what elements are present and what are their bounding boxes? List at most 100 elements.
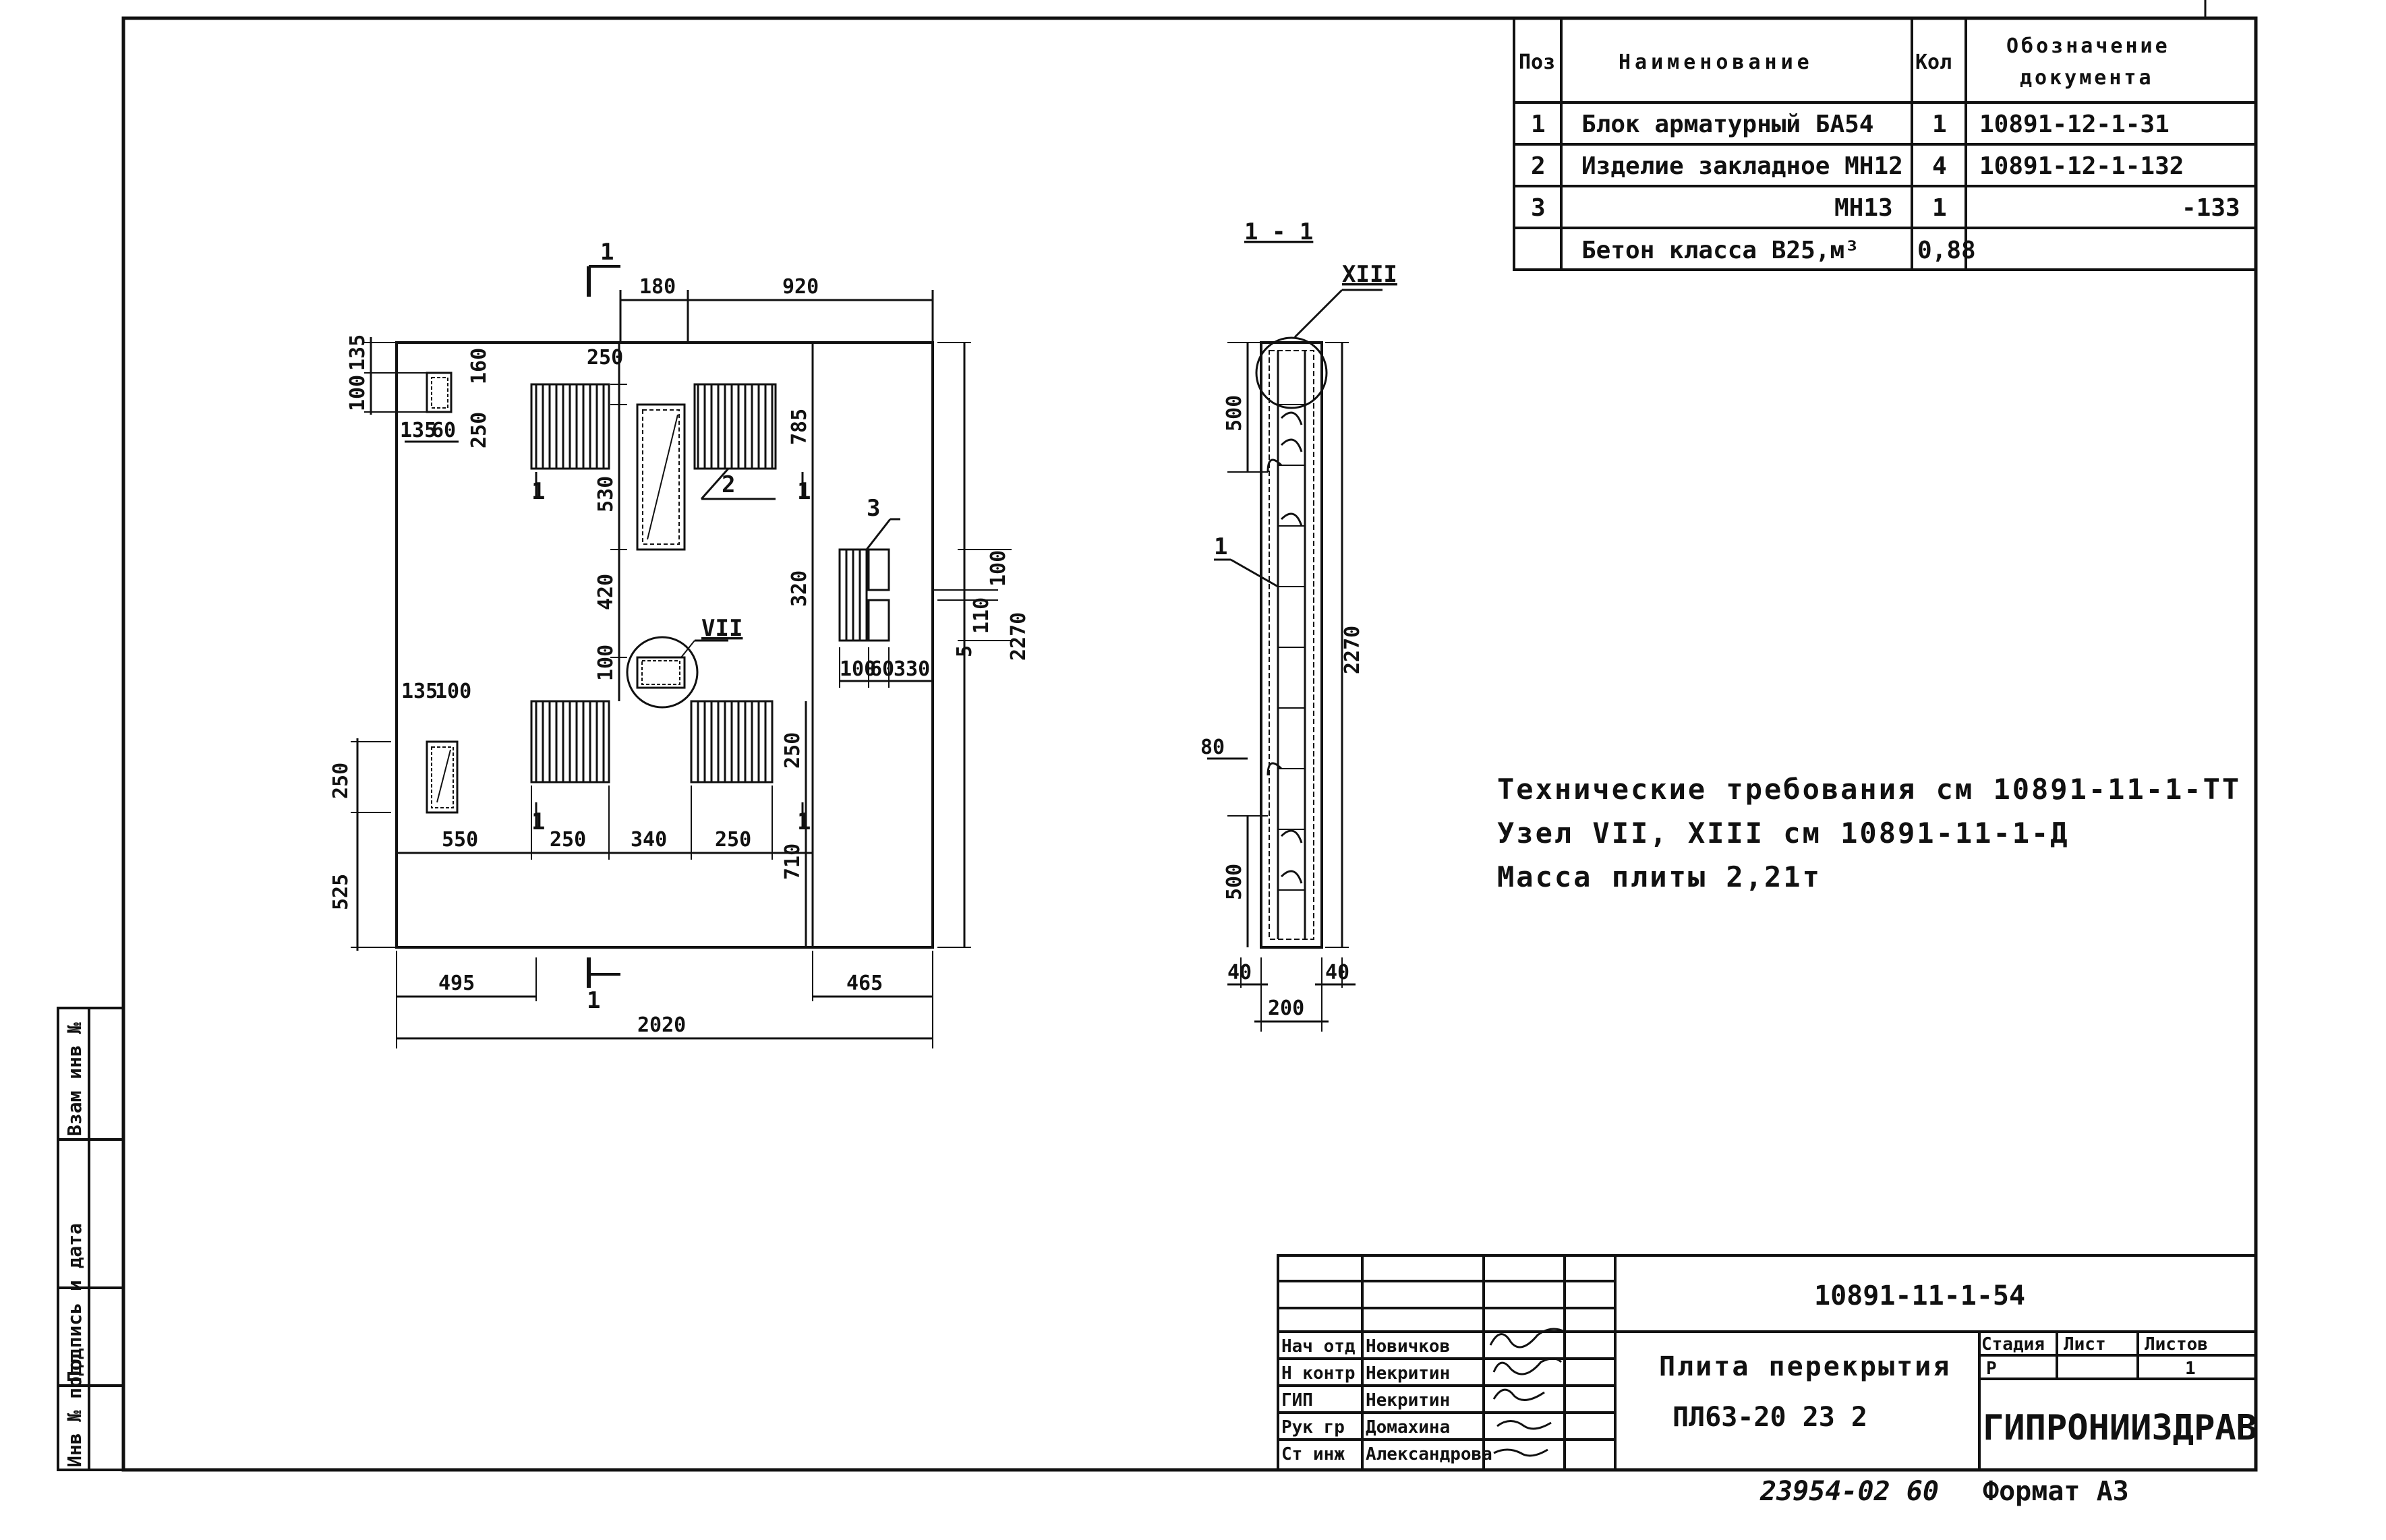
tb-stage-label: Стадия bbox=[1981, 1334, 2045, 1355]
tb-role-1: Нач отд bbox=[1281, 1336, 1356, 1357]
stamp-sign-date: Подпись и дата bbox=[63, 1223, 86, 1382]
tb-role-3: ГИП bbox=[1281, 1390, 1313, 1411]
callout-pos1b: 1 bbox=[797, 478, 811, 505]
tb-name-2: Некритин bbox=[1366, 1363, 1450, 1384]
dim-rs-5: 5 bbox=[953, 645, 977, 657]
dim-s-135: 135 bbox=[400, 419, 436, 442]
spec-header-pos: Поз bbox=[1519, 51, 1555, 74]
spec-row-2-name: Изделие закладное МН12 bbox=[1581, 152, 1903, 180]
dim-c-530: 530 bbox=[594, 476, 618, 512]
tb-sheets-value: 1 bbox=[2185, 1359, 2196, 1379]
spec-header-qty: Кол bbox=[1915, 51, 1952, 74]
spec-table bbox=[1513, 17, 2257, 271]
spec-row-2-pos: 2 bbox=[1531, 152, 1546, 180]
tb-archive: 23954-02 60 bbox=[1759, 1476, 1939, 1507]
spec-row-3-name: МН13 bbox=[1834, 194, 1893, 222]
dim-s-60: 60 bbox=[432, 419, 456, 442]
stamp-inv-orig: Инв № подл bbox=[63, 1353, 86, 1467]
dim-l-135: 135 bbox=[346, 334, 370, 371]
callout-pos3: 3 bbox=[867, 495, 880, 522]
dim-b-250a: 250 bbox=[550, 828, 586, 852]
section-dim-h-2270: 2270 bbox=[1341, 626, 1364, 674]
title-block bbox=[1277, 1254, 2257, 1471]
dim-rs-100: 100 bbox=[987, 550, 1010, 587]
plan-section-mark-top: 1 bbox=[600, 239, 614, 266]
callout-pos1a: 1 bbox=[531, 478, 545, 505]
dim-total-h: 2270 bbox=[1007, 612, 1030, 661]
section-title: 1 - 1 bbox=[1244, 218, 1313, 245]
section-view bbox=[1207, 289, 1383, 1032]
tb-title-1: Плита перекрытия bbox=[1659, 1351, 1951, 1382]
dim-total-w: 2020 bbox=[637, 1013, 686, 1037]
spec-header-name: Наименование bbox=[1619, 51, 1813, 74]
dim-lb-250: 250 bbox=[329, 763, 353, 799]
dim-rb-100: 100 bbox=[840, 657, 876, 681]
tb-name-4: Домахина bbox=[1366, 1417, 1450, 1438]
spec-row-1-pos: 1 bbox=[1531, 111, 1546, 138]
dim-rr-250: 250 bbox=[781, 732, 805, 769]
side-stamp bbox=[57, 1007, 125, 1471]
callout-pos2: 2 bbox=[722, 471, 735, 498]
dim-l-100: 100 bbox=[346, 375, 370, 411]
tb-role-2: Н контр bbox=[1281, 1363, 1356, 1384]
dim-c-100: 100 bbox=[594, 645, 618, 681]
callout-pos1c: 1 bbox=[531, 808, 545, 835]
slab-outline bbox=[395, 341, 934, 949]
dim-rb-330: 330 bbox=[894, 657, 930, 681]
callout-node-vii: VII bbox=[701, 615, 743, 642]
tb-sheets-label: Листов bbox=[2145, 1334, 2208, 1355]
plan-section-mark-bottom: 1 bbox=[587, 987, 600, 1014]
dim-lb-100: 100 bbox=[435, 680, 471, 703]
dim-b-550: 550 bbox=[442, 828, 478, 852]
spec-row-1-doc: 10891-12-1-31 bbox=[1979, 111, 2170, 138]
spec-row-3-qty: 1 bbox=[1932, 194, 1947, 222]
section-outline bbox=[1260, 341, 1323, 949]
dim-b-250b: 250 bbox=[715, 828, 751, 852]
dim-top-180: 180 bbox=[639, 275, 676, 299]
dim-c-250: 250 bbox=[587, 346, 623, 369]
plan-view bbox=[351, 265, 1012, 1048]
section-dim-top-500: 500 bbox=[1223, 395, 1246, 432]
dim-l-160: 160 bbox=[467, 348, 491, 384]
stamp-replace-inv: Взам инв № bbox=[63, 1022, 86, 1136]
dim-rr-710: 710 bbox=[781, 843, 805, 880]
section-dim-r-40: 40 bbox=[1325, 961, 1349, 984]
dim-rs-110: 110 bbox=[970, 597, 993, 634]
tb-name-3: Некритин bbox=[1366, 1390, 1450, 1411]
tb-format: Формат А3 bbox=[1983, 1476, 2129, 1507]
note-nodes: Узел VII, XIII см 10891-11-1-Д bbox=[1497, 817, 2070, 850]
dim-bot-495: 495 bbox=[438, 972, 475, 995]
node-xiii-circle bbox=[1255, 336, 1328, 409]
dim-r-785: 785 bbox=[788, 409, 811, 445]
dim-top-920: 920 bbox=[782, 275, 819, 299]
node-vii-circle bbox=[626, 636, 699, 709]
spec-row-2-doc: 10891-12-1-132 bbox=[1979, 152, 2184, 180]
signatures bbox=[1489, 1328, 1565, 1457]
tb-name-1: Новичков bbox=[1366, 1336, 1450, 1357]
tb-organization: ГИПРОНИИЗДРАВ bbox=[1983, 1408, 2257, 1448]
spec-row-4-qty: 0,88 bbox=[1917, 237, 1976, 264]
spec-row-1-name: Блок арматурный БА54 bbox=[1581, 111, 1873, 138]
tb-title-2: ПЛ63-20 23 2 bbox=[1672, 1402, 1867, 1433]
tb-stage-value: Р bbox=[1986, 1359, 1997, 1379]
dim-lb-135: 135 bbox=[401, 680, 438, 703]
note-tech-requirements: Технические требования см 10891-11-1-ТТ bbox=[1497, 773, 2241, 806]
dim-bot-465: 465 bbox=[846, 972, 883, 995]
spec-header-doc-2: документа bbox=[2020, 66, 2154, 90]
spec-row-3-doc: -133 bbox=[2182, 194, 2240, 222]
dim-b-340: 340 bbox=[631, 828, 667, 852]
section-dim-bot-500: 500 bbox=[1223, 864, 1246, 900]
dim-rb-60: 60 bbox=[870, 657, 894, 681]
section-dim-w-200: 200 bbox=[1268, 997, 1304, 1020]
section-dim-l-40: 40 bbox=[1227, 961, 1252, 984]
spec-row-4-name: Бетон класса В25,м³ bbox=[1581, 237, 1859, 264]
dim-l-250: 250 bbox=[467, 412, 491, 448]
dim-c-420: 420 bbox=[594, 574, 618, 610]
section-node-xiii: XIII bbox=[1342, 261, 1397, 288]
spec-row-1-qty: 1 bbox=[1932, 111, 1947, 138]
spec-row-2-qty: 4 bbox=[1932, 152, 1947, 180]
spec-row-3-pos: 3 bbox=[1531, 194, 1546, 222]
tb-role-4: Рук гр bbox=[1281, 1417, 1345, 1438]
